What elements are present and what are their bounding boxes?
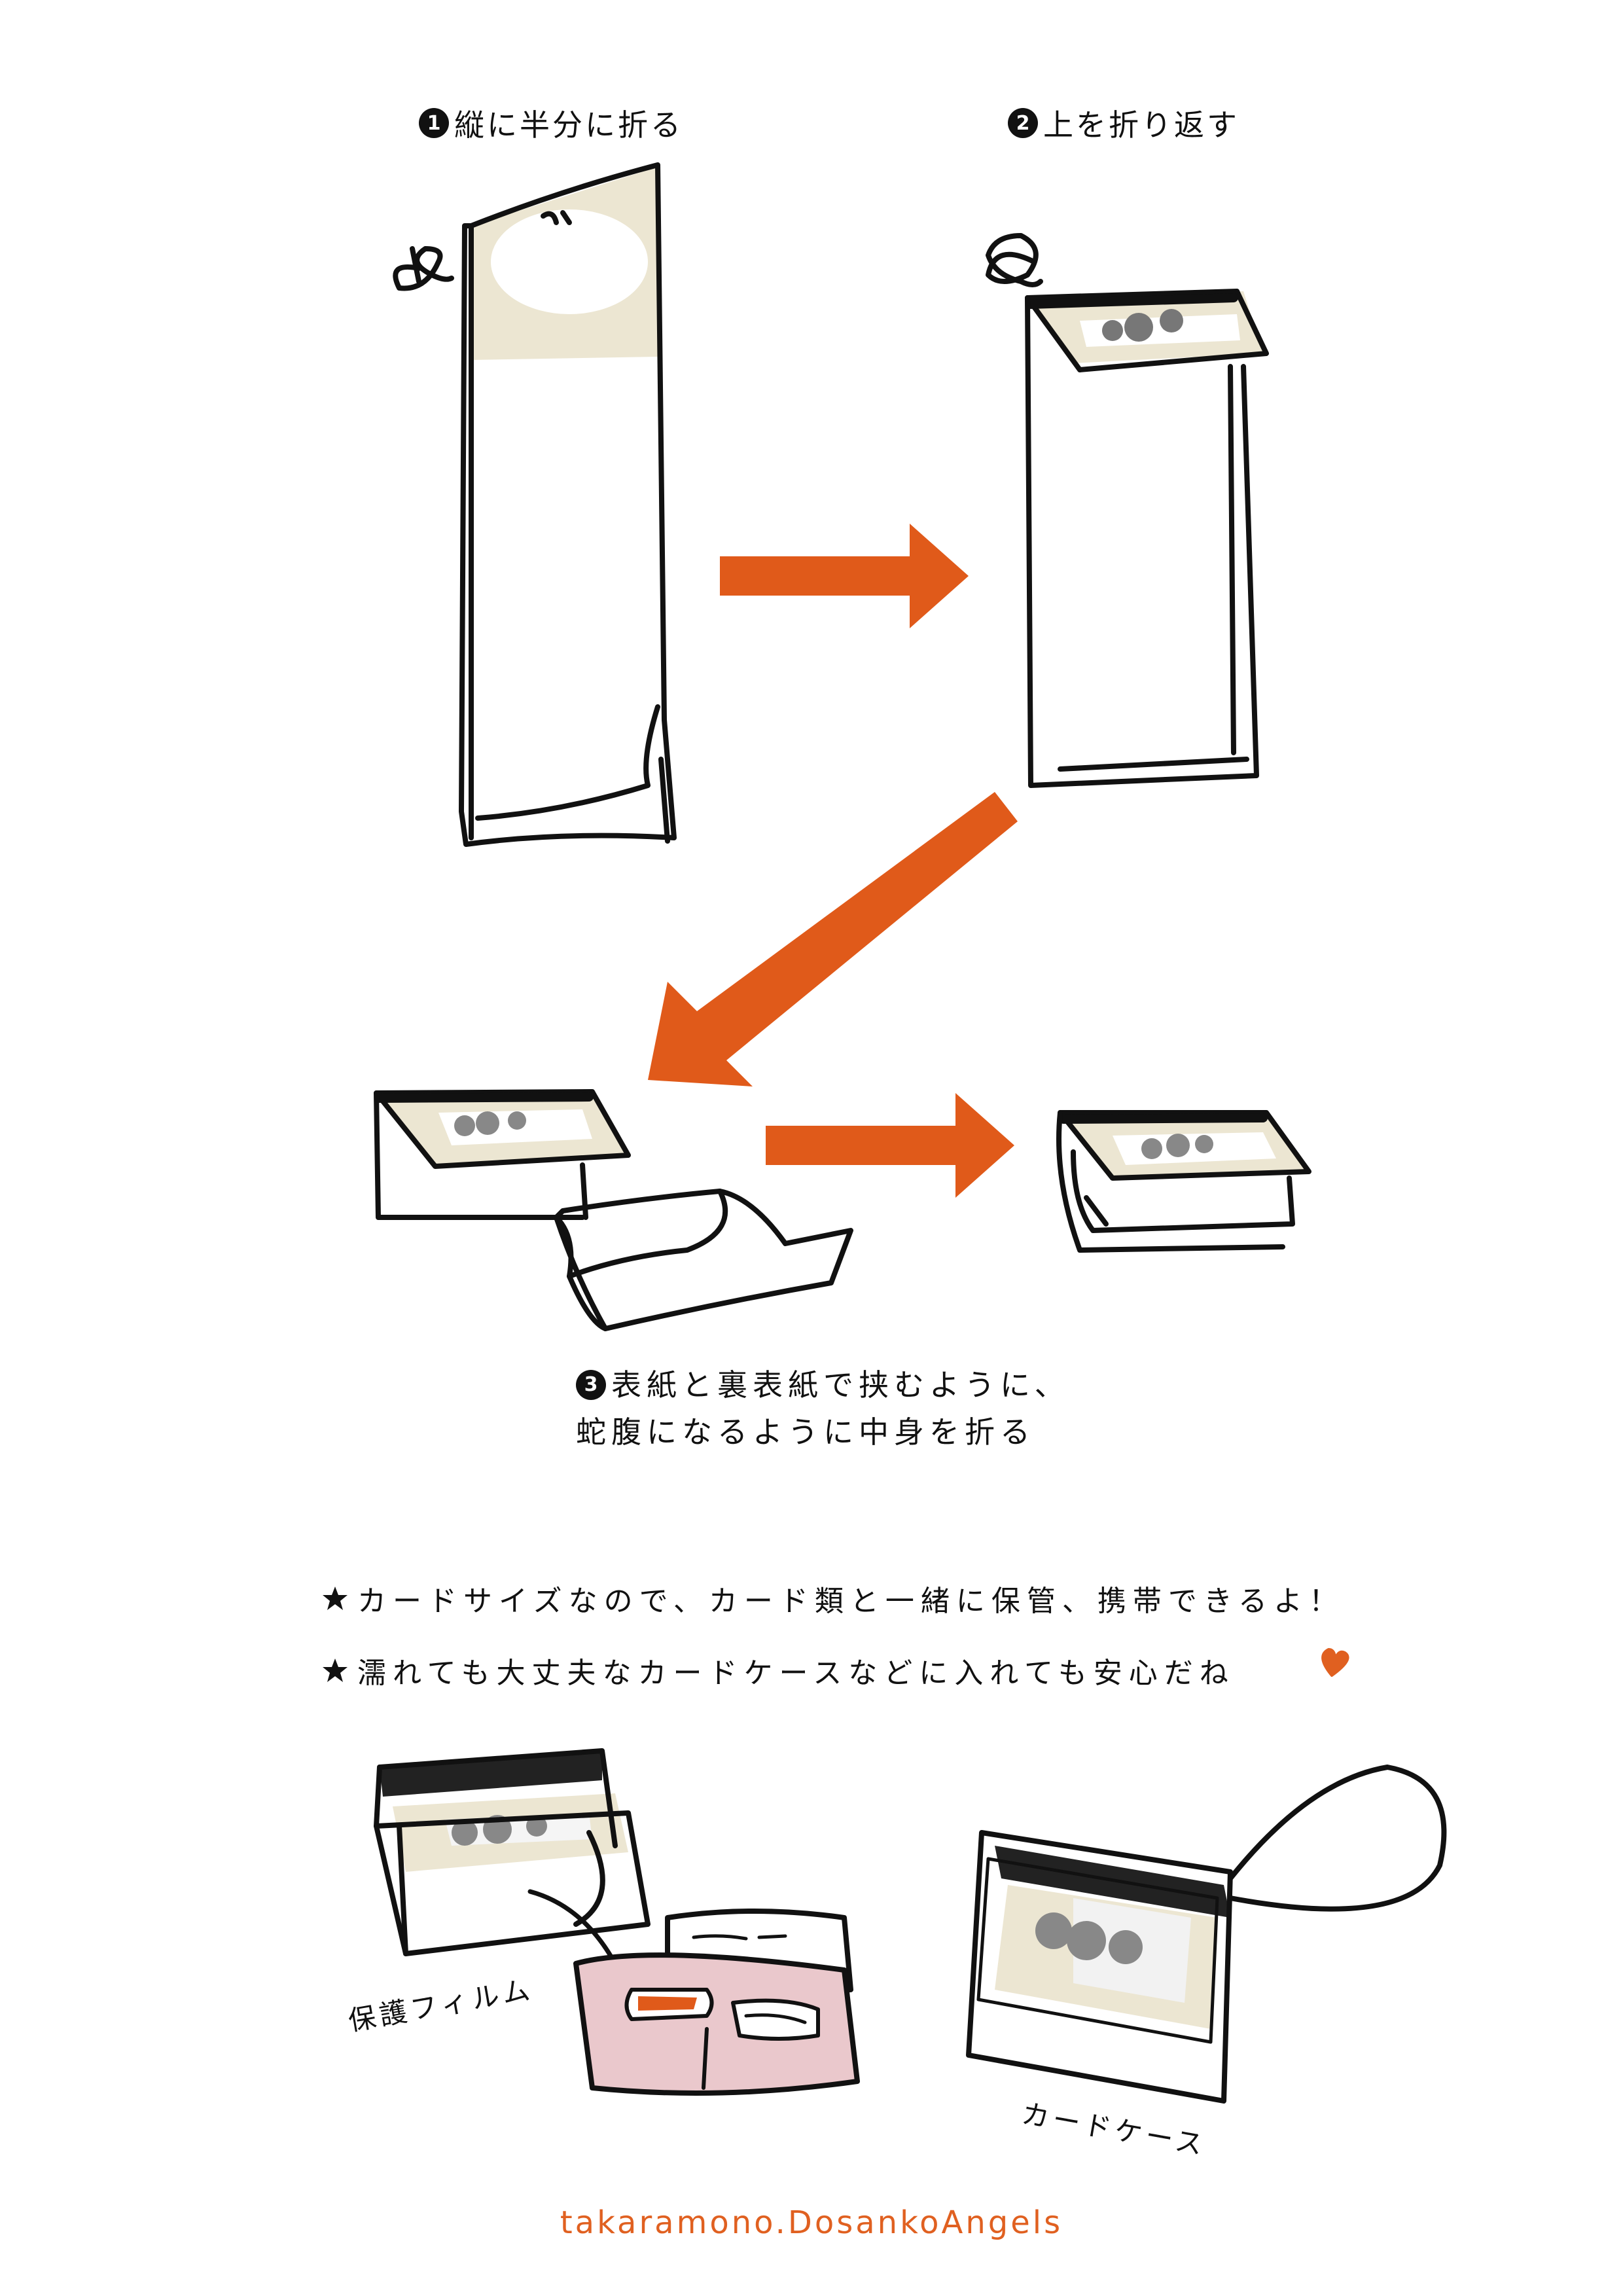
note-2-text: 濡れても大丈夫なカードケースなどに入れても安心だね bbox=[357, 1657, 1235, 1690]
step3-number-badge: 3 bbox=[576, 1370, 606, 1400]
step2-text: 上を折り返す bbox=[1043, 107, 1240, 143]
note-1-text: カードサイズなので、カード類と一緒に保管、携帯できるよ！ bbox=[357, 1585, 1345, 1618]
step1-number-badge: 1 bbox=[419, 108, 449, 138]
note-1: カードサイズなので、カード類と一緒に保管、携帯できるよ！ bbox=[321, 1577, 1344, 1619]
footer-credit: takaramono.DosankoAngels bbox=[560, 2204, 1063, 2241]
heart-icon bbox=[1321, 1648, 1349, 1677]
step3-finished-booklet bbox=[1056, 1110, 1311, 1253]
arrow-right-1 bbox=[720, 524, 969, 628]
card-case-drawing bbox=[966, 1765, 1447, 2104]
step1-strip-drawing bbox=[393, 162, 677, 847]
step3-text-line2: 蛇腹になるように中身を折る bbox=[576, 1414, 1035, 1450]
note-2: 濡れても大丈夫なカードケースなどに入れても安心だね bbox=[321, 1649, 1235, 1691]
step1-text: 縦に半分に折る bbox=[454, 107, 683, 143]
wallet-drawing bbox=[573, 1909, 860, 2096]
step3-accordion-drawing bbox=[374, 1089, 853, 1331]
step2-strip-drawing bbox=[986, 233, 1269, 788]
arrow-right-2 bbox=[766, 1093, 1014, 1198]
step2-number-badge: 2 bbox=[1008, 108, 1038, 138]
step3-label: 3 表紙と裏表紙で挟むように、 蛇腹になるように中身を折る bbox=[576, 1361, 1070, 1456]
arrow-diagonal bbox=[648, 792, 1018, 1086]
star-icon bbox=[323, 1587, 348, 1610]
star-icon bbox=[323, 1659, 348, 1682]
step3-text-line1: 表紙と裏表紙で挟むように、 bbox=[611, 1367, 1070, 1403]
step2-label: 2 上を折り返す bbox=[1008, 101, 1240, 145]
step1-label: 1 縦に半分に折る bbox=[419, 101, 683, 145]
